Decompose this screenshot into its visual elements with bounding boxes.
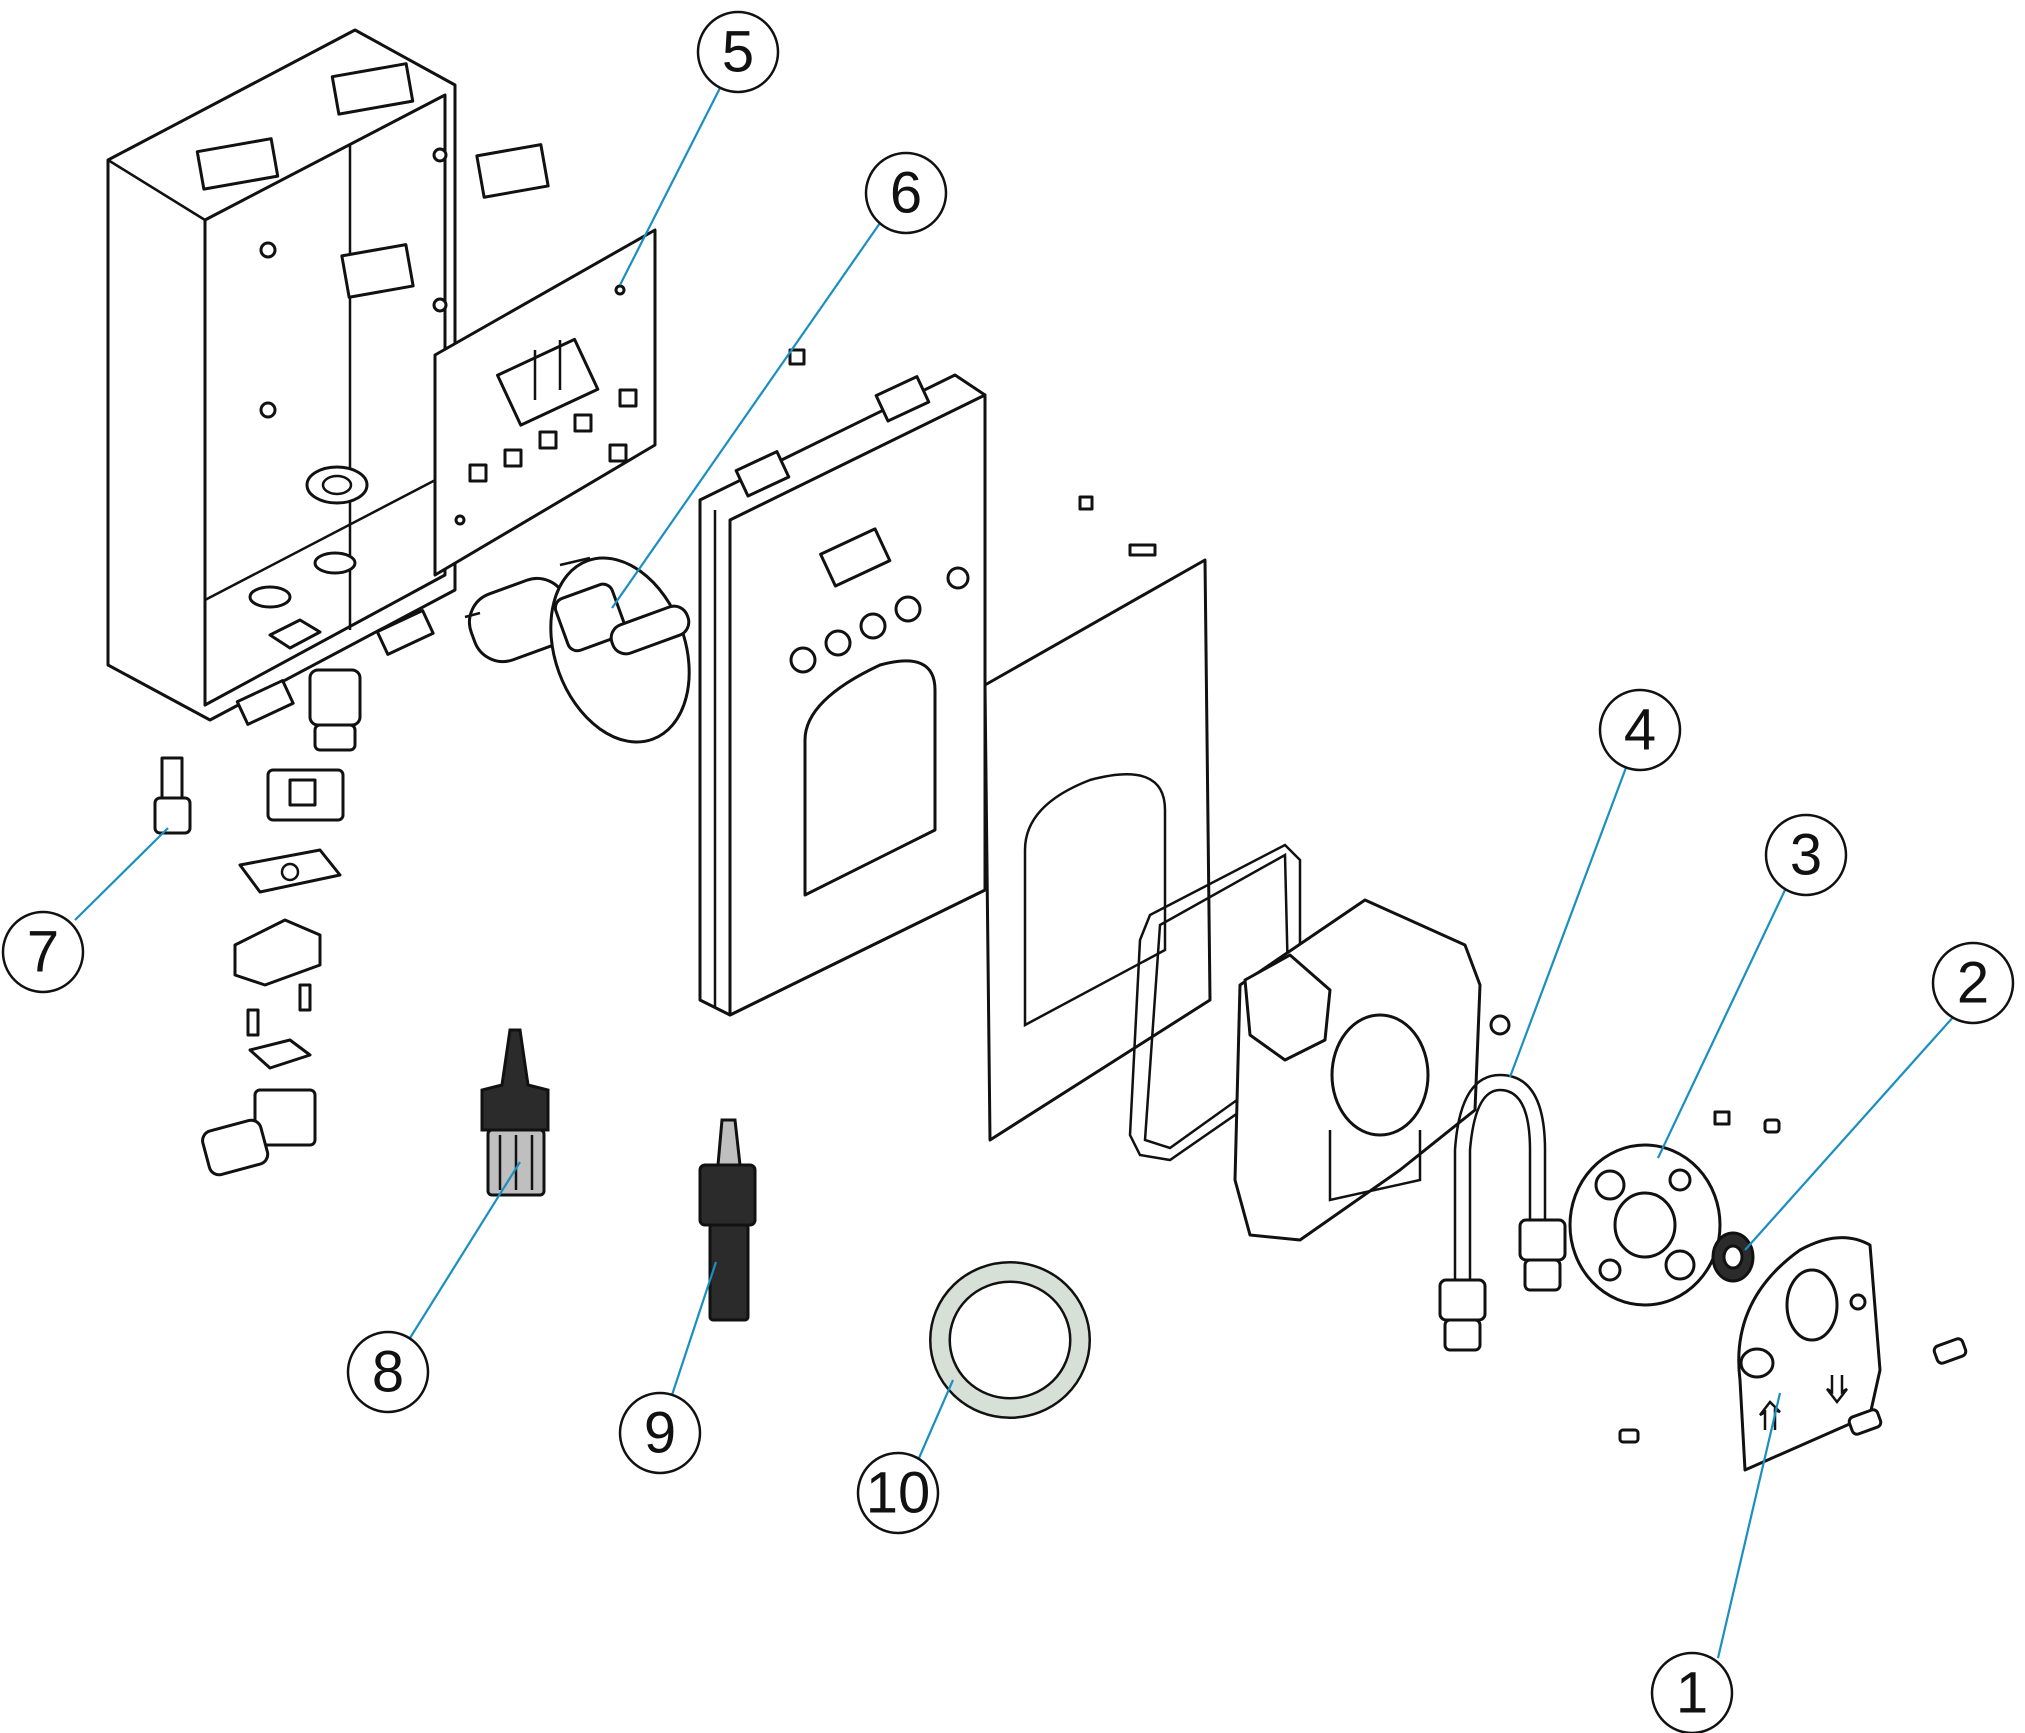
callout-2: 2 — [1931, 941, 2015, 1025]
pump-rotor — [1568, 1110, 1731, 1307]
injection-valve — [698, 1118, 757, 1322]
pump-tube — [1438, 1073, 1567, 1352]
foot-filter — [480, 1028, 550, 1197]
svg-text:3: 3 — [1790, 823, 1822, 888]
gear-motor — [464, 348, 806, 744]
svg-text:4: 4 — [1624, 698, 1656, 763]
leader-lines — [74, 87, 1956, 1659]
callout-6: 6 — [864, 151, 948, 235]
tubing-coil — [929, 1261, 1091, 1419]
svg-text:1: 1 — [1676, 1661, 1708, 1726]
seal-gasket — [1128, 843, 1302, 1162]
callout-4: 4 — [1598, 688, 1682, 772]
svg-text:7: 7 — [27, 920, 59, 985]
enclosure-box — [106, 28, 550, 726]
svg-text:9: 9 — [644, 1401, 676, 1466]
callout-1: 1 — [1650, 1651, 1734, 1733]
leader-8 — [409, 1161, 521, 1339]
leader-4 — [1508, 764, 1629, 1078]
svg-text:6: 6 — [890, 161, 922, 226]
leader-2 — [1744, 1014, 1956, 1251]
callout-8: 8 — [346, 1330, 430, 1414]
callout-7: 7 — [1, 910, 85, 994]
pump-housing — [1233, 898, 1511, 1242]
front-cover — [1618, 1118, 1968, 1472]
leader-5 — [619, 87, 721, 286]
svg-text:2: 2 — [1957, 951, 1989, 1016]
leader-10 — [917, 1379, 955, 1459]
callout-9: 9 — [618, 1391, 702, 1475]
svg-text:10: 10 — [866, 1461, 931, 1526]
fitting-7 — [153, 756, 192, 835]
leader-6 — [611, 222, 881, 609]
callout-3: 3 — [1764, 813, 1848, 897]
callout-5: 5 — [696, 10, 780, 94]
svg-text:8: 8 — [372, 1340, 404, 1405]
circuit-board — [433, 228, 657, 577]
leader-9 — [670, 1261, 718, 1396]
gasket-plate — [983, 495, 1212, 1142]
leader-3 — [1657, 889, 1786, 1159]
connector-assembly — [201, 668, 362, 1177]
front-panel — [698, 373, 987, 1017]
svg-text:5: 5 — [722, 20, 754, 85]
callout-10: 10 — [856, 1451, 940, 1535]
leader-1 — [1716, 1392, 1782, 1659]
leader-7 — [74, 827, 169, 921]
bearing-ring — [1711, 1231, 1755, 1283]
